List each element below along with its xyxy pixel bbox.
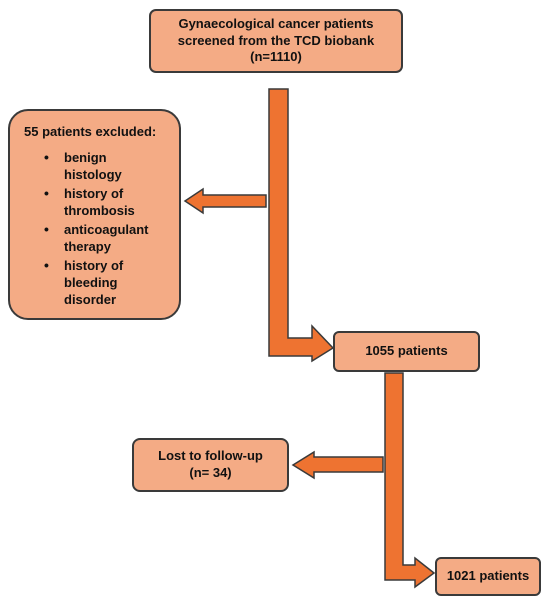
arrow-to-excluded [183, 187, 267, 215]
remaining-patients-box: 1055 patients [333, 331, 480, 372]
reason-text: history of [64, 257, 124, 273]
reason-text: thrombosis [64, 202, 135, 218]
screened-patients-box: Gynaecological cancer patients screened … [149, 9, 403, 73]
excluded-heading: 55 patients excluded: [24, 124, 157, 139]
final-patients-box: 1021 patients [435, 557, 541, 596]
arrow-to-1055 [268, 88, 335, 363]
reason-text: anticoagulant [64, 221, 149, 237]
exclusion-reason: history of bleeding disorder [44, 257, 171, 308]
final-count: 1021 patients [446, 568, 530, 584]
reason-text: history of [64, 185, 124, 201]
lost-count: (n= 34) [189, 465, 232, 480]
excluded-patients-box: 55 patients excluded: benign histology h… [8, 109, 181, 320]
exclusion-reason: history of thrombosis [44, 185, 171, 219]
exclusion-reason: anticoagulant therapy [44, 221, 171, 255]
remaining-count: 1055 patients [365, 343, 448, 359]
arrow-to-lost [291, 450, 384, 480]
exclusion-reason: benign histology [44, 149, 171, 183]
reason-text: benign [64, 149, 107, 165]
reason-text: disorder [64, 291, 117, 307]
screened-count: (n=1110) [250, 49, 302, 65]
exclusion-reasons-list: benign histology history of thrombosis a… [24, 149, 171, 308]
arrow-to-1021 [384, 372, 436, 589]
reason-text: bleeding [64, 274, 118, 290]
screened-line-2: screened from the TCD biobank [177, 32, 375, 48]
reason-text: histology [64, 166, 122, 182]
reason-text: therapy [64, 238, 111, 254]
lost-to-follow-up-box: Lost to follow-up (n= 34) [132, 438, 289, 492]
lost-label: Lost to follow-up [158, 448, 263, 464]
screened-line-1: Gynaecological cancer patients [178, 15, 374, 31]
